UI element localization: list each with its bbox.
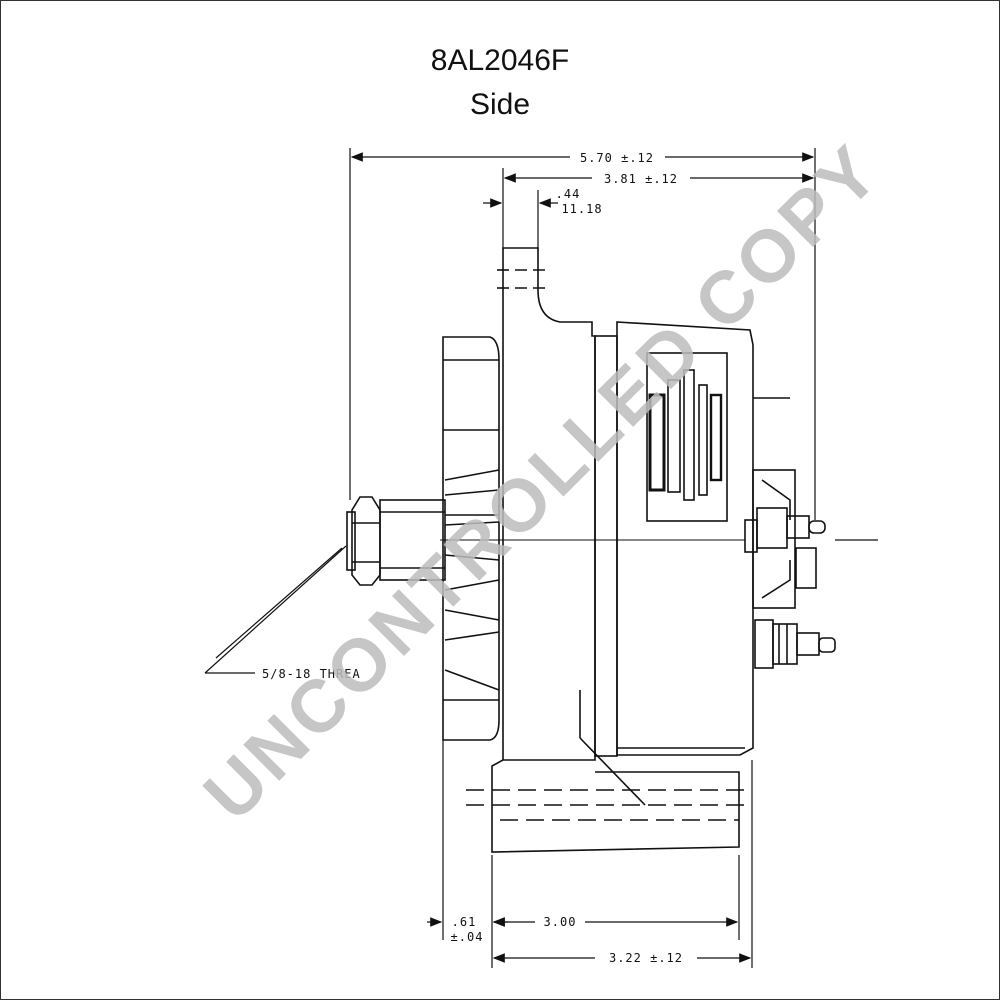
thread-callout: 5/8-18 THREA <box>262 667 361 681</box>
alternator-outline <box>204 148 878 968</box>
foot-length-dimension: 3.00 <box>544 915 577 929</box>
front-offset-top-dimension: .61 <box>452 915 477 929</box>
overall-length-dimension: 5.70 ±.12 <box>580 151 654 165</box>
pulley-offset-bottom-dimension: 11.18 <box>561 202 602 216</box>
mount-length-dimension: 3.22 ±.12 <box>609 951 683 965</box>
pulley-offset-top-dimension: .44 <box>556 187 581 201</box>
body-length-dimension: 3.81 ±.12 <box>604 172 678 186</box>
part-number-title: 8AL2046F <box>430 44 570 77</box>
view-subtitle: Side <box>469 88 531 121</box>
watermark-text: UNCONTROLLED COPY <box>188 128 897 837</box>
front-offset-bottom-dimension: ±.04 <box>451 930 484 944</box>
